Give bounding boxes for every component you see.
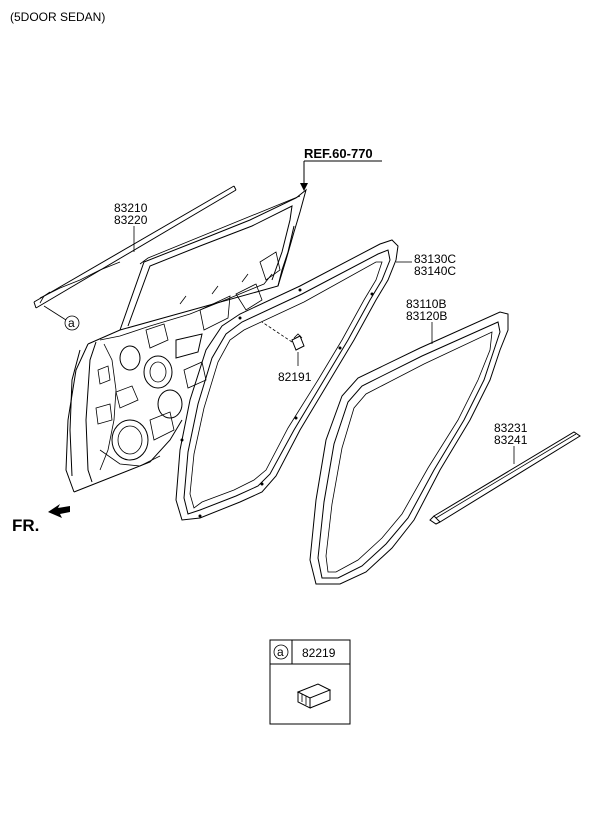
- variant-label: (5DOOR SEDAN): [10, 10, 105, 24]
- part-label-82191[interactable]: 82191: [278, 370, 312, 384]
- part-label-83130c[interactable]: 83130C: [414, 252, 456, 266]
- part-label-82219[interactable]: 82219: [302, 646, 336, 660]
- part-label-83241[interactable]: 83241: [494, 433, 528, 447]
- leader-plug-dashed: [261, 321, 293, 343]
- plug-part[interactable]: [291, 333, 305, 351]
- part-label-83210[interactable]: 83210: [114, 201, 148, 215]
- callout-box[interactable]: [269, 639, 351, 725]
- part-label-83120b[interactable]: 83120B: [406, 309, 447, 323]
- part-label-83110b[interactable]: 83110B: [406, 297, 446, 311]
- part-label-83231[interactable]: 83231: [494, 421, 528, 435]
- door-panel: [65, 188, 307, 493]
- ref-arrowhead: [300, 183, 308, 191]
- body-seal-part[interactable]: [309, 311, 509, 585]
- callout-a-circle: [64, 315, 80, 331]
- ref-label[interactable]: REF.60-770: [304, 146, 373, 161]
- leader-a: [43, 305, 67, 321]
- callout-box-marker: a: [277, 645, 284, 659]
- clip-part-icon: [296, 683, 332, 709]
- part-label-83220[interactable]: 83220: [114, 213, 148, 227]
- lower-strip-part[interactable]: [429, 431, 581, 525]
- part-label-83140c[interactable]: 83140C: [414, 264, 456, 278]
- callout-a-marker: a: [68, 316, 75, 330]
- front-direction-arrow-icon: [48, 504, 70, 518]
- front-direction-label: FR.: [12, 516, 39, 535]
- door-seal-part[interactable]: [175, 239, 399, 521]
